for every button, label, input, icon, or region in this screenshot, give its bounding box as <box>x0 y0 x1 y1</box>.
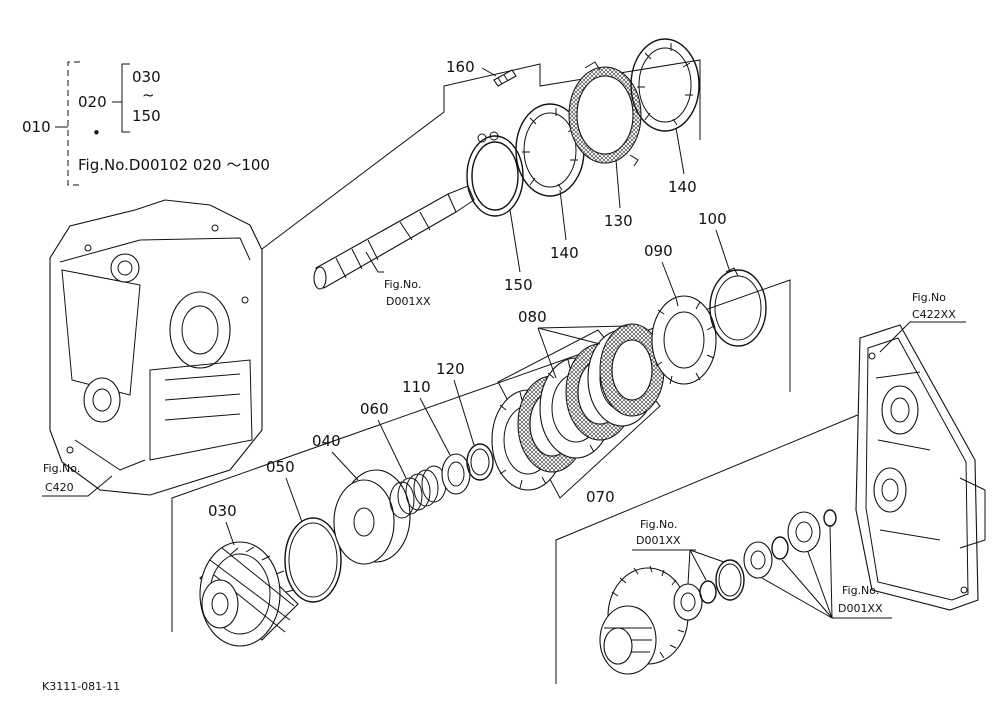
ring-3 <box>771 536 789 560</box>
tree-range-start: 030 <box>132 68 161 86</box>
transmission-cover <box>855 324 986 611</box>
housing-fig-ref-line1: Fig.No. <box>43 462 80 475</box>
bearing-fig-ref-upper-line2: D001XX <box>636 534 681 547</box>
label-120: 120 <box>436 360 465 378</box>
cover-fig-ref-line1: Fig.No <box>912 291 946 304</box>
label-090: 090 <box>644 242 673 260</box>
part-120-snap-ring <box>466 443 494 481</box>
tree-range-separator: ~ <box>142 86 155 104</box>
hierarchy-tree: 010 020 030 ~ 150 • Fig.No.D00102 020 ～1… <box>22 61 270 186</box>
label-140-a: 140 <box>550 244 579 262</box>
bearing-fig-ref-lower: Fig.No. D001XX <box>761 525 892 619</box>
part-150-snap-ring <box>466 131 524 217</box>
label-070: 070 <box>586 488 615 506</box>
label-040: 040 <box>312 432 341 450</box>
bearing-3 <box>787 511 821 553</box>
ring-4 <box>823 509 837 527</box>
housing-fig-ref-line2: C420 <box>45 481 74 494</box>
shaft <box>313 185 475 290</box>
bearing-fig-ref-lower-line1: Fig.No. <box>842 584 879 597</box>
part-060-spring <box>389 465 447 519</box>
label-050: 050 <box>266 458 295 476</box>
tree-fig-reference: Fig.No.D00102 020 ～100 <box>78 156 270 174</box>
shaft-fig-ref-line2: D001XX <box>386 295 431 308</box>
lower-bearings <box>673 509 837 621</box>
shaft-fig-ref-line1: Fig.No. <box>384 278 421 291</box>
cover-fig-ref-line2: C422XX <box>912 308 956 321</box>
tree-range-end: 150 <box>132 107 161 125</box>
bearing-2 <box>743 541 773 579</box>
cover-fig-ref: Fig.No C422XX <box>879 291 966 353</box>
part-080-friction-plate-3 <box>599 323 665 417</box>
part-100-snap-ring <box>709 267 767 347</box>
label-130: 130 <box>604 212 633 230</box>
tree-child-label: 020 <box>78 93 107 111</box>
tree-root-label: 010 <box>22 118 51 136</box>
bearing-fig-ref-upper: Fig.No. D001XX <box>632 518 725 585</box>
ring-2 <box>715 559 745 601</box>
part-160-pin <box>493 69 517 87</box>
clutch-pack <box>491 323 665 499</box>
part-030-clutch-drum <box>199 541 299 647</box>
part-140-plate-b <box>630 38 700 132</box>
middle-part-labels: 030 050 040 060 110 120 080 070 090 100 <box>208 210 731 546</box>
part-050-o-ring <box>284 517 342 603</box>
shaft-fig-ref: Fig.No. D001XX <box>365 251 431 308</box>
part-090-end-plate <box>651 295 717 385</box>
housing-fig-ref: Fig.No. C420 <box>42 462 113 497</box>
label-160: 160 <box>446 58 475 76</box>
bearing-fig-ref-lower-line2: D001XX <box>838 602 883 615</box>
assembly-bracket-lines <box>171 59 861 684</box>
label-080: 080 <box>518 308 547 326</box>
part-040-piston <box>333 469 411 565</box>
gear <box>599 565 689 675</box>
tree-dot: • <box>92 124 101 142</box>
label-110: 110 <box>402 378 431 396</box>
bearing-1 <box>673 583 703 621</box>
part-130-friction-disc <box>568 61 642 167</box>
label-030: 030 <box>208 502 237 520</box>
bearing-fig-ref-upper-line1: Fig.No. <box>640 518 677 531</box>
label-140-b: 140 <box>668 178 697 196</box>
label-150: 150 <box>504 276 533 294</box>
transmission-housing <box>49 199 263 496</box>
part-140-plate-a <box>515 103 585 197</box>
drawing-code: K3111-081-11 <box>42 680 120 693</box>
label-100: 100 <box>698 210 727 228</box>
upper-part-labels: 160 150 140 130 140 <box>446 58 697 294</box>
part-110-washer <box>441 453 471 495</box>
ring-1 <box>699 580 717 604</box>
label-060: 060 <box>360 400 389 418</box>
